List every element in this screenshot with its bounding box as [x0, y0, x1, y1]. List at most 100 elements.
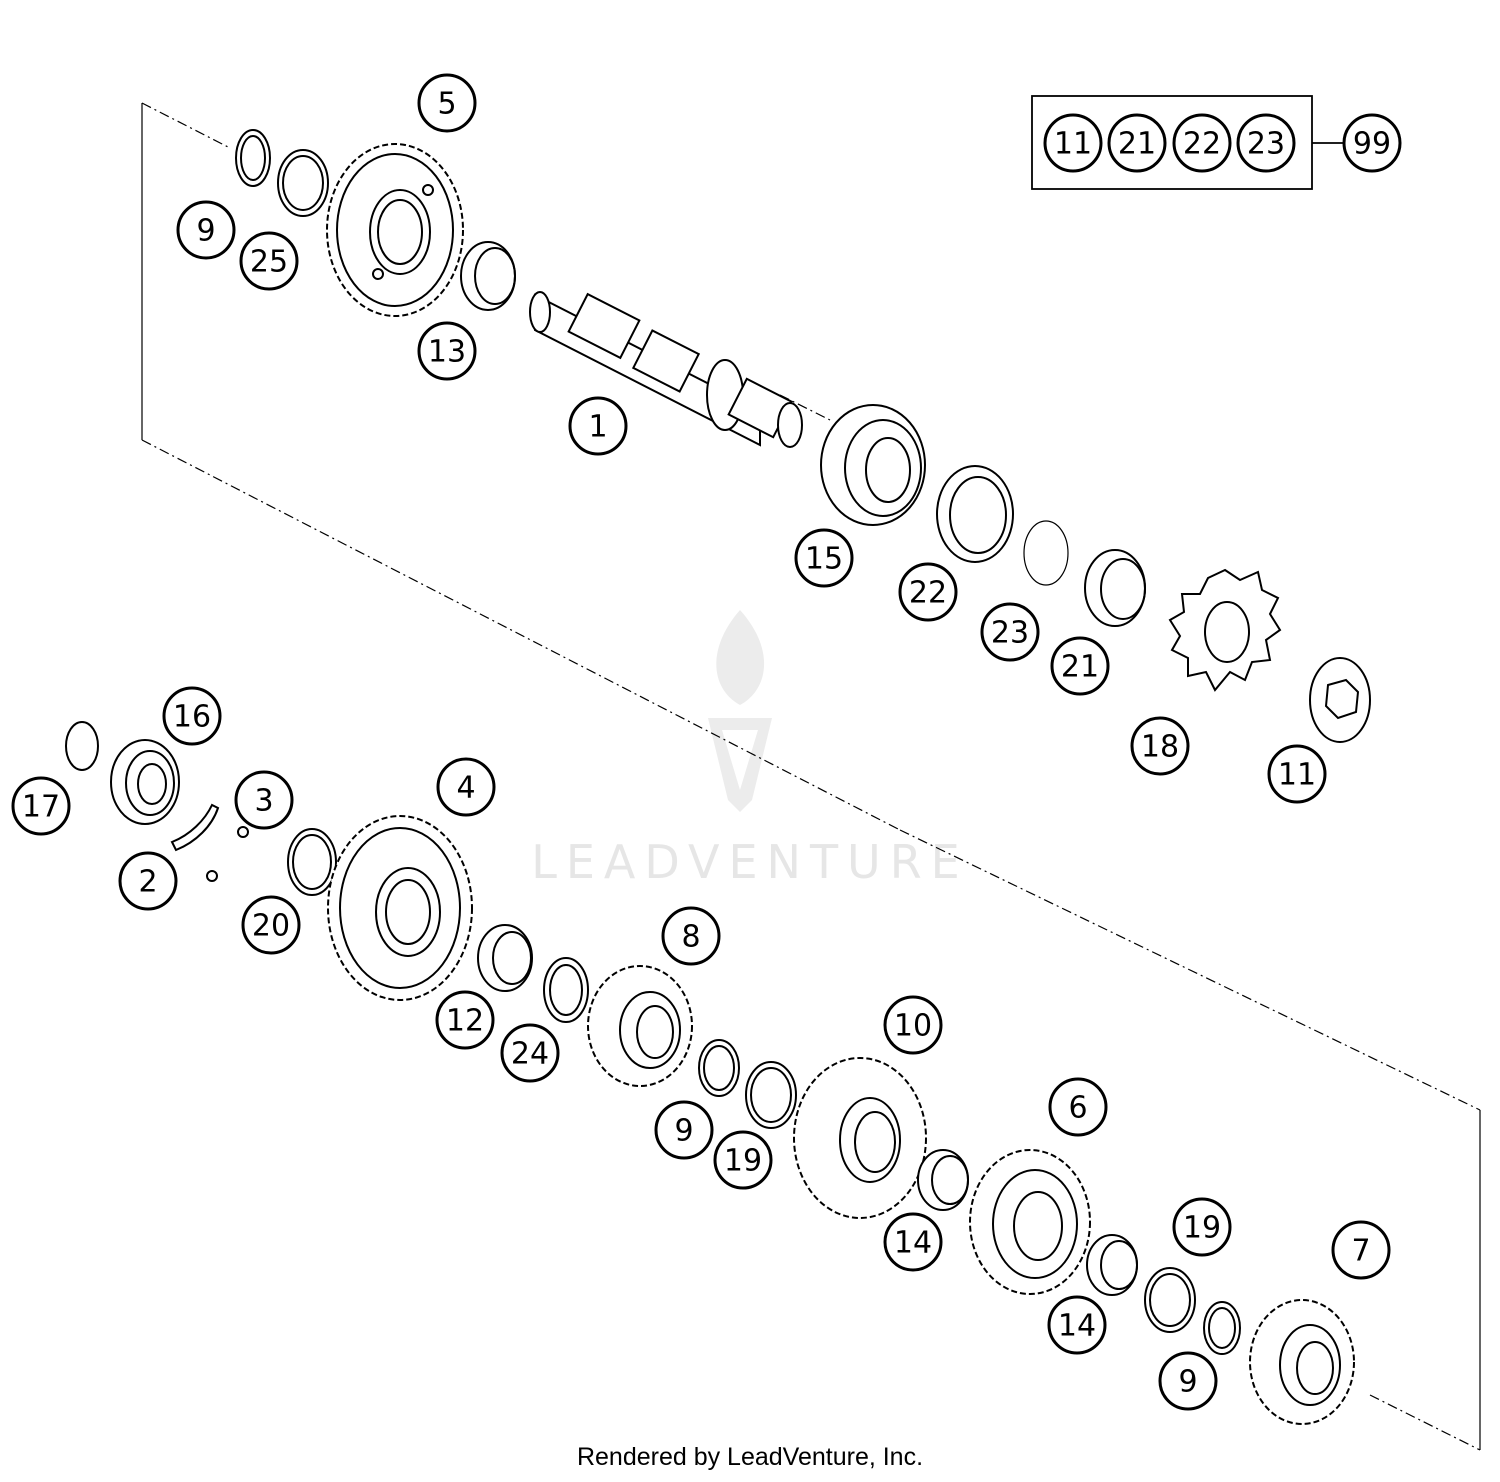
callout-c6[interactable]: 6: [1048, 1077, 1108, 1137]
callout-circle: [661, 906, 721, 966]
bearing-15-shape: [820, 404, 926, 526]
sprocket-18-shape: [1168, 568, 1282, 692]
callout-circle: [1172, 1197, 1232, 1257]
kit-member-23[interactable]: 23: [1236, 113, 1296, 173]
callout-label: 8: [681, 920, 700, 955]
callout-c10[interactable]: 10: [883, 995, 943, 1055]
callout-circle: [435, 990, 495, 1050]
callout-label: 15: [805, 542, 843, 577]
callout-circle: [980, 602, 1040, 662]
callout-c11[interactable]: 11: [1267, 744, 1327, 804]
screw-3-shape: [237, 826, 249, 838]
callout-label: 16: [173, 700, 211, 735]
callout-circle: [241, 895, 301, 955]
callout-c20[interactable]: 20: [241, 895, 301, 955]
callout-circle: [239, 231, 299, 291]
callout-c1[interactable]: 1: [568, 396, 628, 456]
callout-circle: [176, 200, 236, 260]
callout-label: 14: [1058, 1309, 1096, 1344]
callout-label: 21: [1061, 650, 1099, 685]
callout-circle: [1172, 113, 1232, 173]
callout-circle: [234, 770, 294, 830]
callout-c23[interactable]: 23: [980, 602, 1040, 662]
callout-label: 7: [1351, 1234, 1370, 1269]
seal-22-shape: [936, 465, 1014, 563]
callout-circle: [883, 1212, 943, 1272]
callout-c4[interactable]: 4: [436, 757, 496, 817]
callout-circle: [654, 1100, 714, 1160]
callout-c19b[interactable]: 19: [1172, 1197, 1232, 1257]
gear-4-shape: [327, 815, 473, 1001]
callout-c19a[interactable]: 19: [713, 1130, 773, 1190]
gear-6-shape: [969, 1149, 1091, 1295]
kit-member-21[interactable]: 21: [1107, 113, 1167, 173]
callout-c9a[interactable]: 9: [176, 200, 236, 260]
watermark-flame-icon: [716, 610, 765, 705]
callout-label: 10: [894, 1009, 932, 1044]
callout-c8[interactable]: 8: [661, 906, 721, 966]
callout-c9b[interactable]: 9: [654, 1100, 714, 1160]
callout-circle: [713, 1130, 773, 1190]
gear-5-shape: [326, 143, 464, 317]
callout-c17[interactable]: 17: [11, 776, 71, 836]
callout-label: 6: [1068, 1091, 1087, 1126]
callout-label: 22: [909, 576, 947, 611]
callout-circle: [1107, 113, 1167, 173]
callout-c15[interactable]: 15: [794, 528, 854, 588]
callout-label: 19: [1183, 1211, 1221, 1246]
bushing-14a-shape: [917, 1149, 969, 1211]
callout-circle: [11, 776, 71, 836]
callout-circle: [1043, 113, 1103, 173]
callout-c14a[interactable]: 14: [883, 1212, 943, 1272]
callout-c3[interactable]: 3: [234, 770, 294, 830]
callout-label: 1: [588, 410, 607, 445]
kit-callout-99[interactable]: 99: [1342, 113, 1402, 173]
callout-label: 9: [196, 214, 215, 249]
kit-member-11[interactable]: 11: [1043, 113, 1103, 173]
callout-label: 18: [1141, 730, 1179, 765]
callout-circle: [568, 396, 628, 456]
gear-8-shape: [587, 965, 693, 1087]
nut-11-shape: [1309, 657, 1371, 743]
callout-c22[interactable]: 22: [898, 562, 958, 622]
callout-c24[interactable]: 24: [500, 1023, 560, 1083]
callout-label: 12: [446, 1004, 484, 1039]
bushing-13-shape: [460, 241, 516, 311]
callout-label: 9: [1178, 1365, 1197, 1400]
callout-circle: [1048, 1077, 1108, 1137]
callout-c2[interactable]: 2: [118, 851, 178, 911]
callout-label: 22: [1183, 127, 1221, 162]
callout-c18[interactable]: 18: [1130, 716, 1190, 776]
bushing-21-shape: [1084, 549, 1146, 627]
callout-circle: [162, 686, 222, 746]
callout-c13[interactable]: 13: [417, 321, 477, 381]
callout-c12[interactable]: 12: [435, 990, 495, 1050]
countershaft-assembly: [65, 721, 1355, 1425]
bushing-12-shape: [477, 924, 533, 992]
callout-c5[interactable]: 5: [417, 73, 477, 133]
callout-label: 13: [428, 335, 466, 370]
screw-3b-shape: [206, 870, 218, 882]
footer-credit: Rendered by LeadVenture, Inc.: [576, 1443, 924, 1471]
callout-c25[interactable]: 25: [239, 231, 299, 291]
callout-c21[interactable]: 21: [1050, 636, 1110, 696]
callout-c14b[interactable]: 14: [1047, 1295, 1107, 1355]
o-ring-23-shape: [1023, 520, 1069, 586]
bushing-14b-shape: [1086, 1234, 1138, 1296]
kit-member-22[interactable]: 22: [1172, 113, 1232, 173]
callout-c9c[interactable]: 9: [1158, 1351, 1218, 1411]
gear-7-shape: [1249, 1299, 1355, 1425]
callout-c16[interactable]: 16: [162, 686, 222, 746]
callout-circle: [898, 562, 958, 622]
callout-circle: [118, 851, 178, 911]
callout-circle: [436, 757, 496, 817]
callout-circle: [1050, 636, 1110, 696]
callout-label: 3: [254, 784, 273, 819]
callout-circle: [1267, 744, 1327, 804]
callout-circle: [1236, 113, 1296, 173]
callout-c7[interactable]: 7: [1331, 1220, 1391, 1280]
callout-circle: [794, 528, 854, 588]
